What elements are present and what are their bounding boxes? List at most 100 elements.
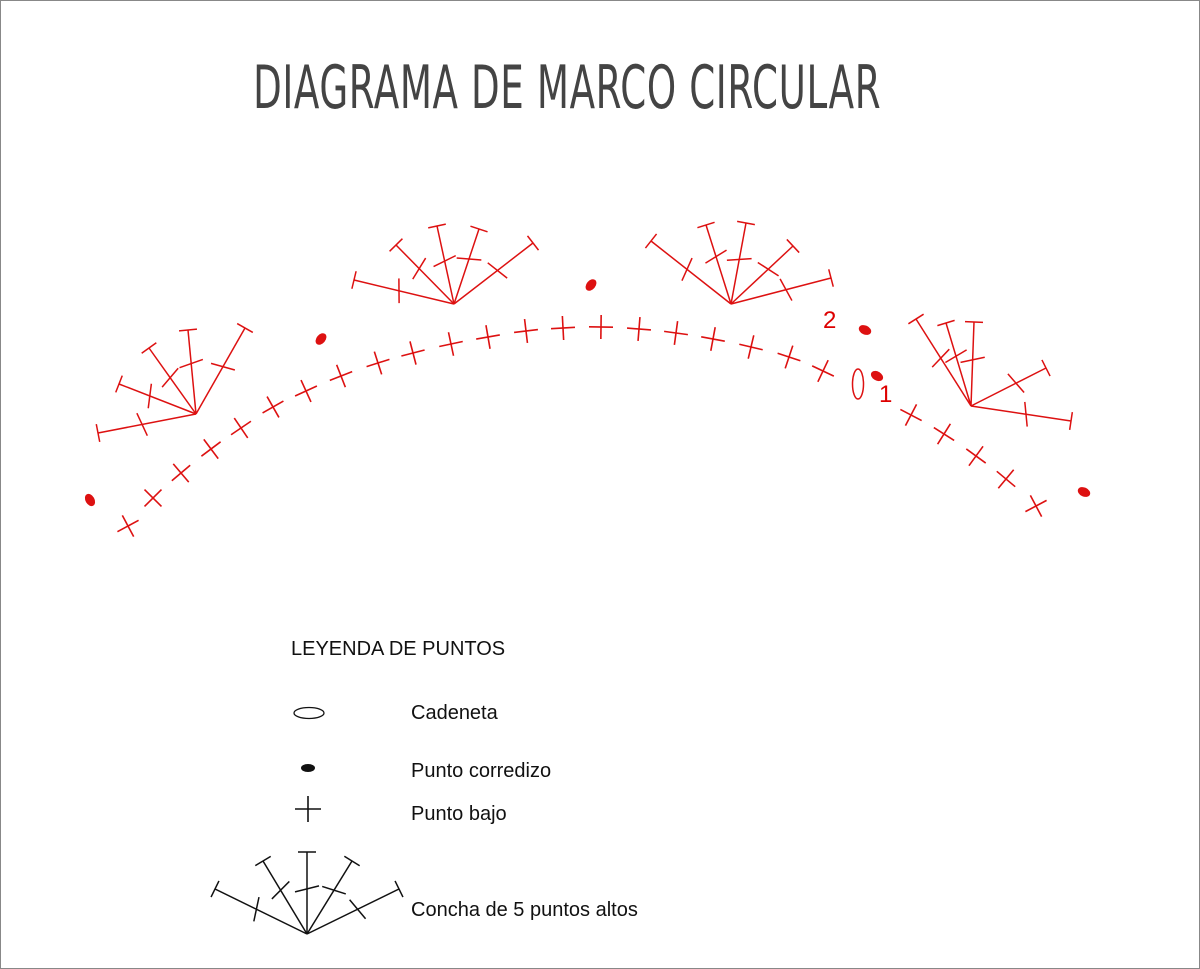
plus-stroke bbox=[203, 438, 219, 460]
plus-stroke bbox=[121, 515, 135, 537]
double-crochet-top bbox=[115, 375, 123, 393]
double-crochet-top bbox=[697, 221, 715, 229]
plus-stroke bbox=[747, 335, 755, 359]
single-crochet-stitch bbox=[626, 316, 652, 342]
single-crochet-stitch bbox=[329, 364, 353, 388]
double-crochet-post bbox=[730, 277, 832, 305]
double-crochet-top bbox=[343, 855, 361, 867]
double-crochet-bar bbox=[253, 896, 260, 922]
slip-stitch bbox=[585, 279, 597, 291]
plus-stroke bbox=[817, 359, 829, 383]
slip-stitch bbox=[315, 333, 327, 345]
plus-stroke bbox=[784, 345, 794, 369]
single-crochet-stitch bbox=[1025, 495, 1047, 517]
double-crochet-bar bbox=[757, 261, 779, 277]
plus-stroke bbox=[673, 321, 679, 345]
legend-label-single-crochet: Punto bajo bbox=[411, 803, 507, 825]
single-crochet-stitch bbox=[200, 438, 222, 460]
plus-stroke bbox=[447, 332, 455, 356]
single-crochet-stitch bbox=[143, 488, 163, 508]
shell-stitch bbox=[644, 220, 834, 305]
double-crochet-top bbox=[526, 235, 540, 251]
legend-label-shell: Concha de 5 puntos altos bbox=[411, 899, 638, 921]
double-crochet-top bbox=[236, 322, 254, 334]
double-crochet-top bbox=[937, 319, 955, 327]
double-crochet-top bbox=[394, 880, 404, 898]
double-crochet-top bbox=[178, 328, 198, 332]
single-crochet-stitch bbox=[588, 314, 614, 340]
double-crochet-top bbox=[786, 238, 800, 254]
double-crochet-top bbox=[389, 238, 403, 252]
slip-stitch-dot-icon bbox=[301, 764, 315, 772]
double-crochet-post bbox=[705, 224, 732, 305]
single-crochet-stitch bbox=[739, 335, 763, 359]
chain-oval-icon bbox=[293, 706, 325, 720]
shell-fan-icon bbox=[210, 851, 404, 935]
plus-stroke bbox=[561, 315, 565, 341]
double-crochet-bar bbox=[294, 885, 320, 893]
double-crochet-top bbox=[964, 320, 984, 324]
double-crochet-bar bbox=[487, 262, 508, 279]
single-crochet-stitch bbox=[664, 321, 688, 345]
chain-stitch bbox=[851, 368, 865, 400]
single-crochet-stitch bbox=[513, 318, 539, 344]
double-crochet-top bbox=[210, 880, 220, 898]
double-crochet-top bbox=[254, 855, 272, 867]
double-crochet-bar bbox=[433, 254, 457, 268]
single-crochet-stitch bbox=[401, 341, 425, 365]
double-crochet-post bbox=[650, 240, 732, 305]
double-crochet-top bbox=[470, 225, 488, 233]
legend-label-chain: Cadeneta bbox=[411, 702, 498, 724]
slip-stitch bbox=[84, 493, 96, 507]
single-crochet-stitch bbox=[899, 403, 923, 427]
shell-stitch bbox=[351, 223, 540, 305]
single-crochet-stitch bbox=[366, 351, 390, 375]
double-crochet-post bbox=[970, 321, 975, 407]
double-crochet-post bbox=[395, 244, 455, 305]
double-crochet-bar bbox=[779, 278, 793, 301]
double-crochet-bar bbox=[412, 257, 427, 280]
single-crochet-stitch bbox=[230, 417, 252, 439]
double-crochet-bar bbox=[960, 356, 985, 364]
double-crochet-post bbox=[970, 367, 1047, 407]
double-crochet-top bbox=[1068, 411, 1074, 431]
double-crochet-bar bbox=[705, 249, 727, 264]
plus-stroke bbox=[904, 403, 918, 427]
double-crochet-top bbox=[351, 271, 357, 289]
double-crochet-post bbox=[195, 327, 246, 415]
plus-stroke bbox=[968, 445, 984, 467]
double-crochet-top bbox=[141, 342, 157, 354]
double-crochet-bar bbox=[179, 358, 204, 369]
double-crochet-post bbox=[730, 222, 747, 305]
plus-stroke bbox=[1025, 499, 1047, 513]
double-crochet-bar bbox=[944, 349, 968, 364]
single-crochet-stitch bbox=[811, 359, 835, 383]
slip-stitch bbox=[858, 325, 872, 335]
double-crochet-post bbox=[118, 383, 197, 415]
single-crochet-stitch bbox=[117, 515, 139, 537]
plus-stroke bbox=[233, 417, 249, 439]
plus-stroke bbox=[523, 318, 529, 344]
double-crochet-post bbox=[353, 279, 455, 305]
single-crochet-plus-icon bbox=[295, 796, 321, 822]
double-crochet-bar bbox=[136, 412, 149, 436]
single-crochet-stitch bbox=[965, 445, 987, 467]
single-crochet-stitch bbox=[996, 469, 1016, 489]
double-crochet-bar bbox=[726, 257, 752, 261]
single-crochet-stitch bbox=[701, 327, 725, 351]
double-crochet-bar bbox=[931, 348, 950, 368]
single-crochet-stitch bbox=[476, 325, 500, 349]
plus-stroke bbox=[409, 341, 417, 365]
plus-stroke bbox=[300, 379, 312, 403]
single-crochet-stitch bbox=[294, 379, 318, 403]
double-crochet-post bbox=[945, 322, 972, 407]
double-crochet-bar bbox=[681, 257, 693, 281]
legend-heading: LEYENDA DE PUNTOS bbox=[291, 638, 506, 660]
double-crochet-post bbox=[262, 860, 308, 935]
legend-label-slip-stitch: Punto corredizo bbox=[411, 760, 552, 782]
double-crochet-post bbox=[306, 860, 353, 935]
double-crochet-bar bbox=[1007, 373, 1025, 394]
double-crochet-top bbox=[428, 223, 446, 229]
